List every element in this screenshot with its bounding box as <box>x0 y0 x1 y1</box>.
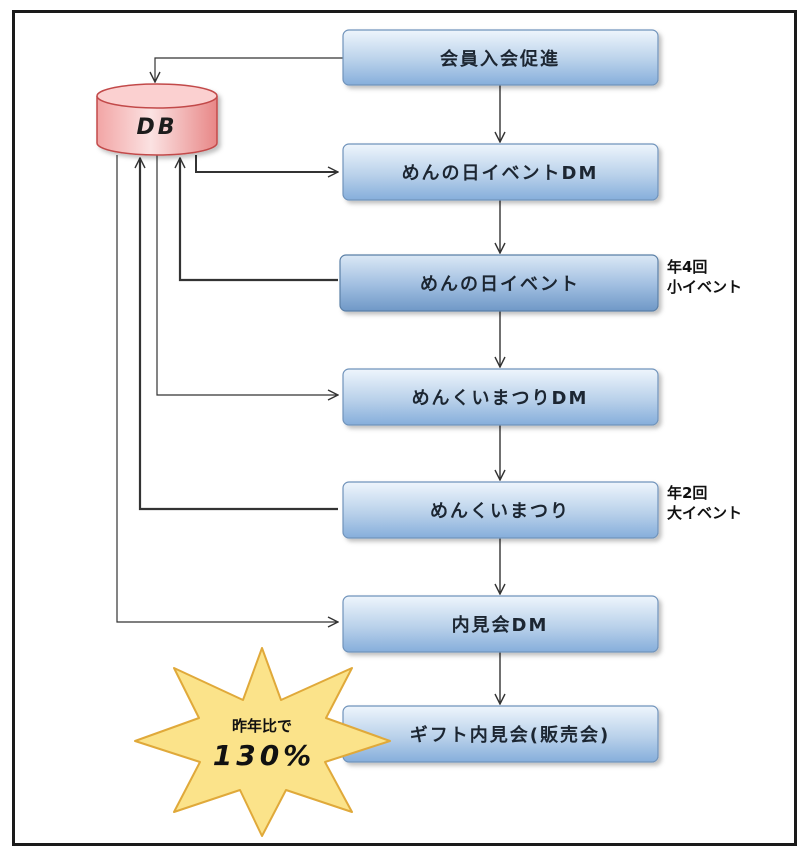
connector-step5-to-db <box>140 158 338 511</box>
connector-db-to-step4 <box>156 155 338 395</box>
step-box-4: めんくいまつりDM <box>342 368 659 426</box>
db-label: DB <box>136 115 177 140</box>
connector-step1-to-db <box>155 57 343 82</box>
step-label-5: めんくいまつり <box>430 501 570 522</box>
step-box-3: めんの日イベント <box>339 254 659 312</box>
note-small-event-line1: 年4回 <box>667 258 707 276</box>
step-boxes: 会員入会促進 めんの日イベントDM めんの日イベント めんくいまつりDM めんく… <box>339 29 659 763</box>
step-label-1: 会員入会促進 <box>440 48 560 70</box>
step-label-6: 内見会DM <box>452 614 549 636</box>
note-small-event-line2: 小イベント <box>667 278 742 296</box>
step-label-7: ギフト内見会(販売会) <box>410 724 610 746</box>
starburst-line1: 昨年比で <box>232 717 292 735</box>
step-label-3: めんの日イベント <box>420 274 580 295</box>
step-box-1: 会員入会促進 <box>342 29 659 86</box>
note-small-event: 年4回 小イベント <box>667 258 742 296</box>
db-connectors <box>116 57 343 622</box>
note-big-event: 年2回 大イベント <box>667 484 742 522</box>
starburst-shape <box>134 647 391 837</box>
connector-db-to-step2 <box>195 155 338 172</box>
starburst-line2: 130% <box>213 739 316 772</box>
step-box-7: ギフト内見会(販売会) <box>342 705 659 763</box>
step-box-6: 内見会DM <box>342 595 659 653</box>
connector-step3-to-db <box>180 158 338 282</box>
note-big-event-line2: 大イベント <box>667 504 742 522</box>
db-cylinder: DB <box>96 83 218 156</box>
step-label-2: めんの日イベントDM <box>402 163 599 184</box>
step-label-4: めんくいまつりDM <box>412 388 589 409</box>
step-box-5: めんくいまつり <box>342 481 659 539</box>
note-big-event-line1: 年2回 <box>667 484 707 502</box>
connector-db-to-step6 <box>116 155 338 622</box>
starburst-badge: 昨年比で 130% <box>134 647 391 837</box>
step-box-2: めんの日イベントDM <box>342 143 659 201</box>
